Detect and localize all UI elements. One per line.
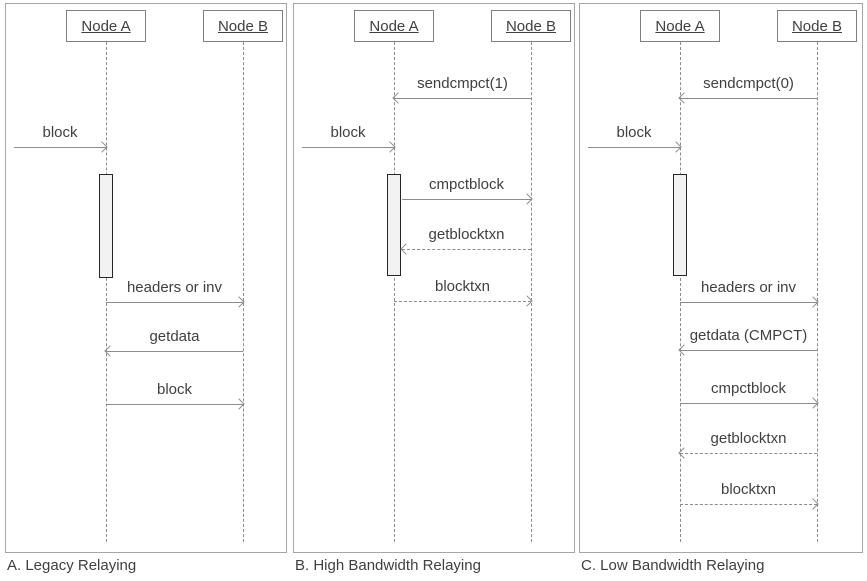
node-b-label: Node B	[505, 17, 557, 35]
message-line	[394, 98, 531, 99]
message-label: block	[156, 381, 193, 398]
lifeline-node-a	[680, 42, 681, 542]
message-label: getdata (CMPCT)	[689, 327, 808, 344]
message-line	[680, 350, 817, 351]
message-label: sendcmpct(1)	[417, 75, 508, 92]
node-b-label: Node B	[791, 17, 843, 35]
message-line	[106, 404, 243, 405]
message-line	[680, 453, 817, 454]
caption-low-bandwidth-relaying: C. Low Bandwidth Relaying	[581, 557, 765, 574]
node-a-label: Node A	[369, 17, 419, 35]
lifeline-node-b	[243, 42, 244, 542]
panel-high-bandwidth-relaying: Node A Node B sendcmpct(1) block cmpctbl…	[293, 3, 575, 553]
activation-bar	[673, 174, 687, 276]
message-label: getdata	[149, 328, 200, 345]
panel-legacy-relaying: Node A Node B block headers or inv getda…	[5, 3, 287, 553]
lifeline-node-b	[817, 42, 818, 542]
message-line	[680, 302, 817, 303]
message-line	[588, 147, 680, 148]
message-label: cmpctblock	[428, 176, 505, 193]
node-a-box: Node A	[640, 10, 720, 42]
message-label: block	[42, 124, 78, 141]
node-a-box: Node A	[66, 10, 146, 42]
message-label: headers or inv	[126, 279, 223, 296]
message-line	[402, 249, 531, 250]
message-label: cmpctblock	[710, 380, 787, 397]
message-label: block	[330, 124, 366, 141]
message-line	[14, 147, 106, 148]
message-line	[106, 351, 243, 352]
caption-legacy-relaying: A. Legacy Relaying	[7, 557, 137, 574]
message-label: sendcmpct(0)	[703, 75, 794, 92]
message-line	[106, 302, 243, 303]
message-label: blocktxn	[434, 278, 491, 295]
message-label: getblocktxn	[428, 226, 505, 243]
message-label: headers or inv	[700, 279, 797, 296]
node-b-label: Node B	[217, 17, 269, 35]
message-line	[394, 301, 531, 302]
message-label: blocktxn	[720, 481, 777, 498]
node-b-box: Node B	[491, 10, 571, 42]
node-a-box: Node A	[354, 10, 434, 42]
node-b-box: Node B	[203, 10, 283, 42]
message-line	[302, 147, 394, 148]
activation-bar	[99, 174, 113, 278]
arrowhead-left-icon	[400, 243, 412, 255]
message-label: block	[616, 124, 652, 141]
message-line	[680, 98, 817, 99]
panel-low-bandwidth-relaying: Node A Node B sendcmpct(0) block headers…	[579, 3, 863, 553]
node-a-label: Node A	[655, 17, 705, 35]
message-line	[402, 199, 531, 200]
caption-high-bandwidth-relaying: B. High Bandwidth Relaying	[295, 557, 481, 574]
lifeline-node-a	[106, 42, 107, 542]
message-line	[680, 403, 817, 404]
lifeline-node-b	[531, 42, 532, 542]
activation-bar	[387, 174, 401, 276]
lifeline-node-a	[394, 42, 395, 542]
message-label: getblocktxn	[710, 430, 787, 447]
node-b-box: Node B	[777, 10, 857, 42]
message-line	[680, 504, 817, 505]
node-a-label: Node A	[81, 17, 131, 35]
